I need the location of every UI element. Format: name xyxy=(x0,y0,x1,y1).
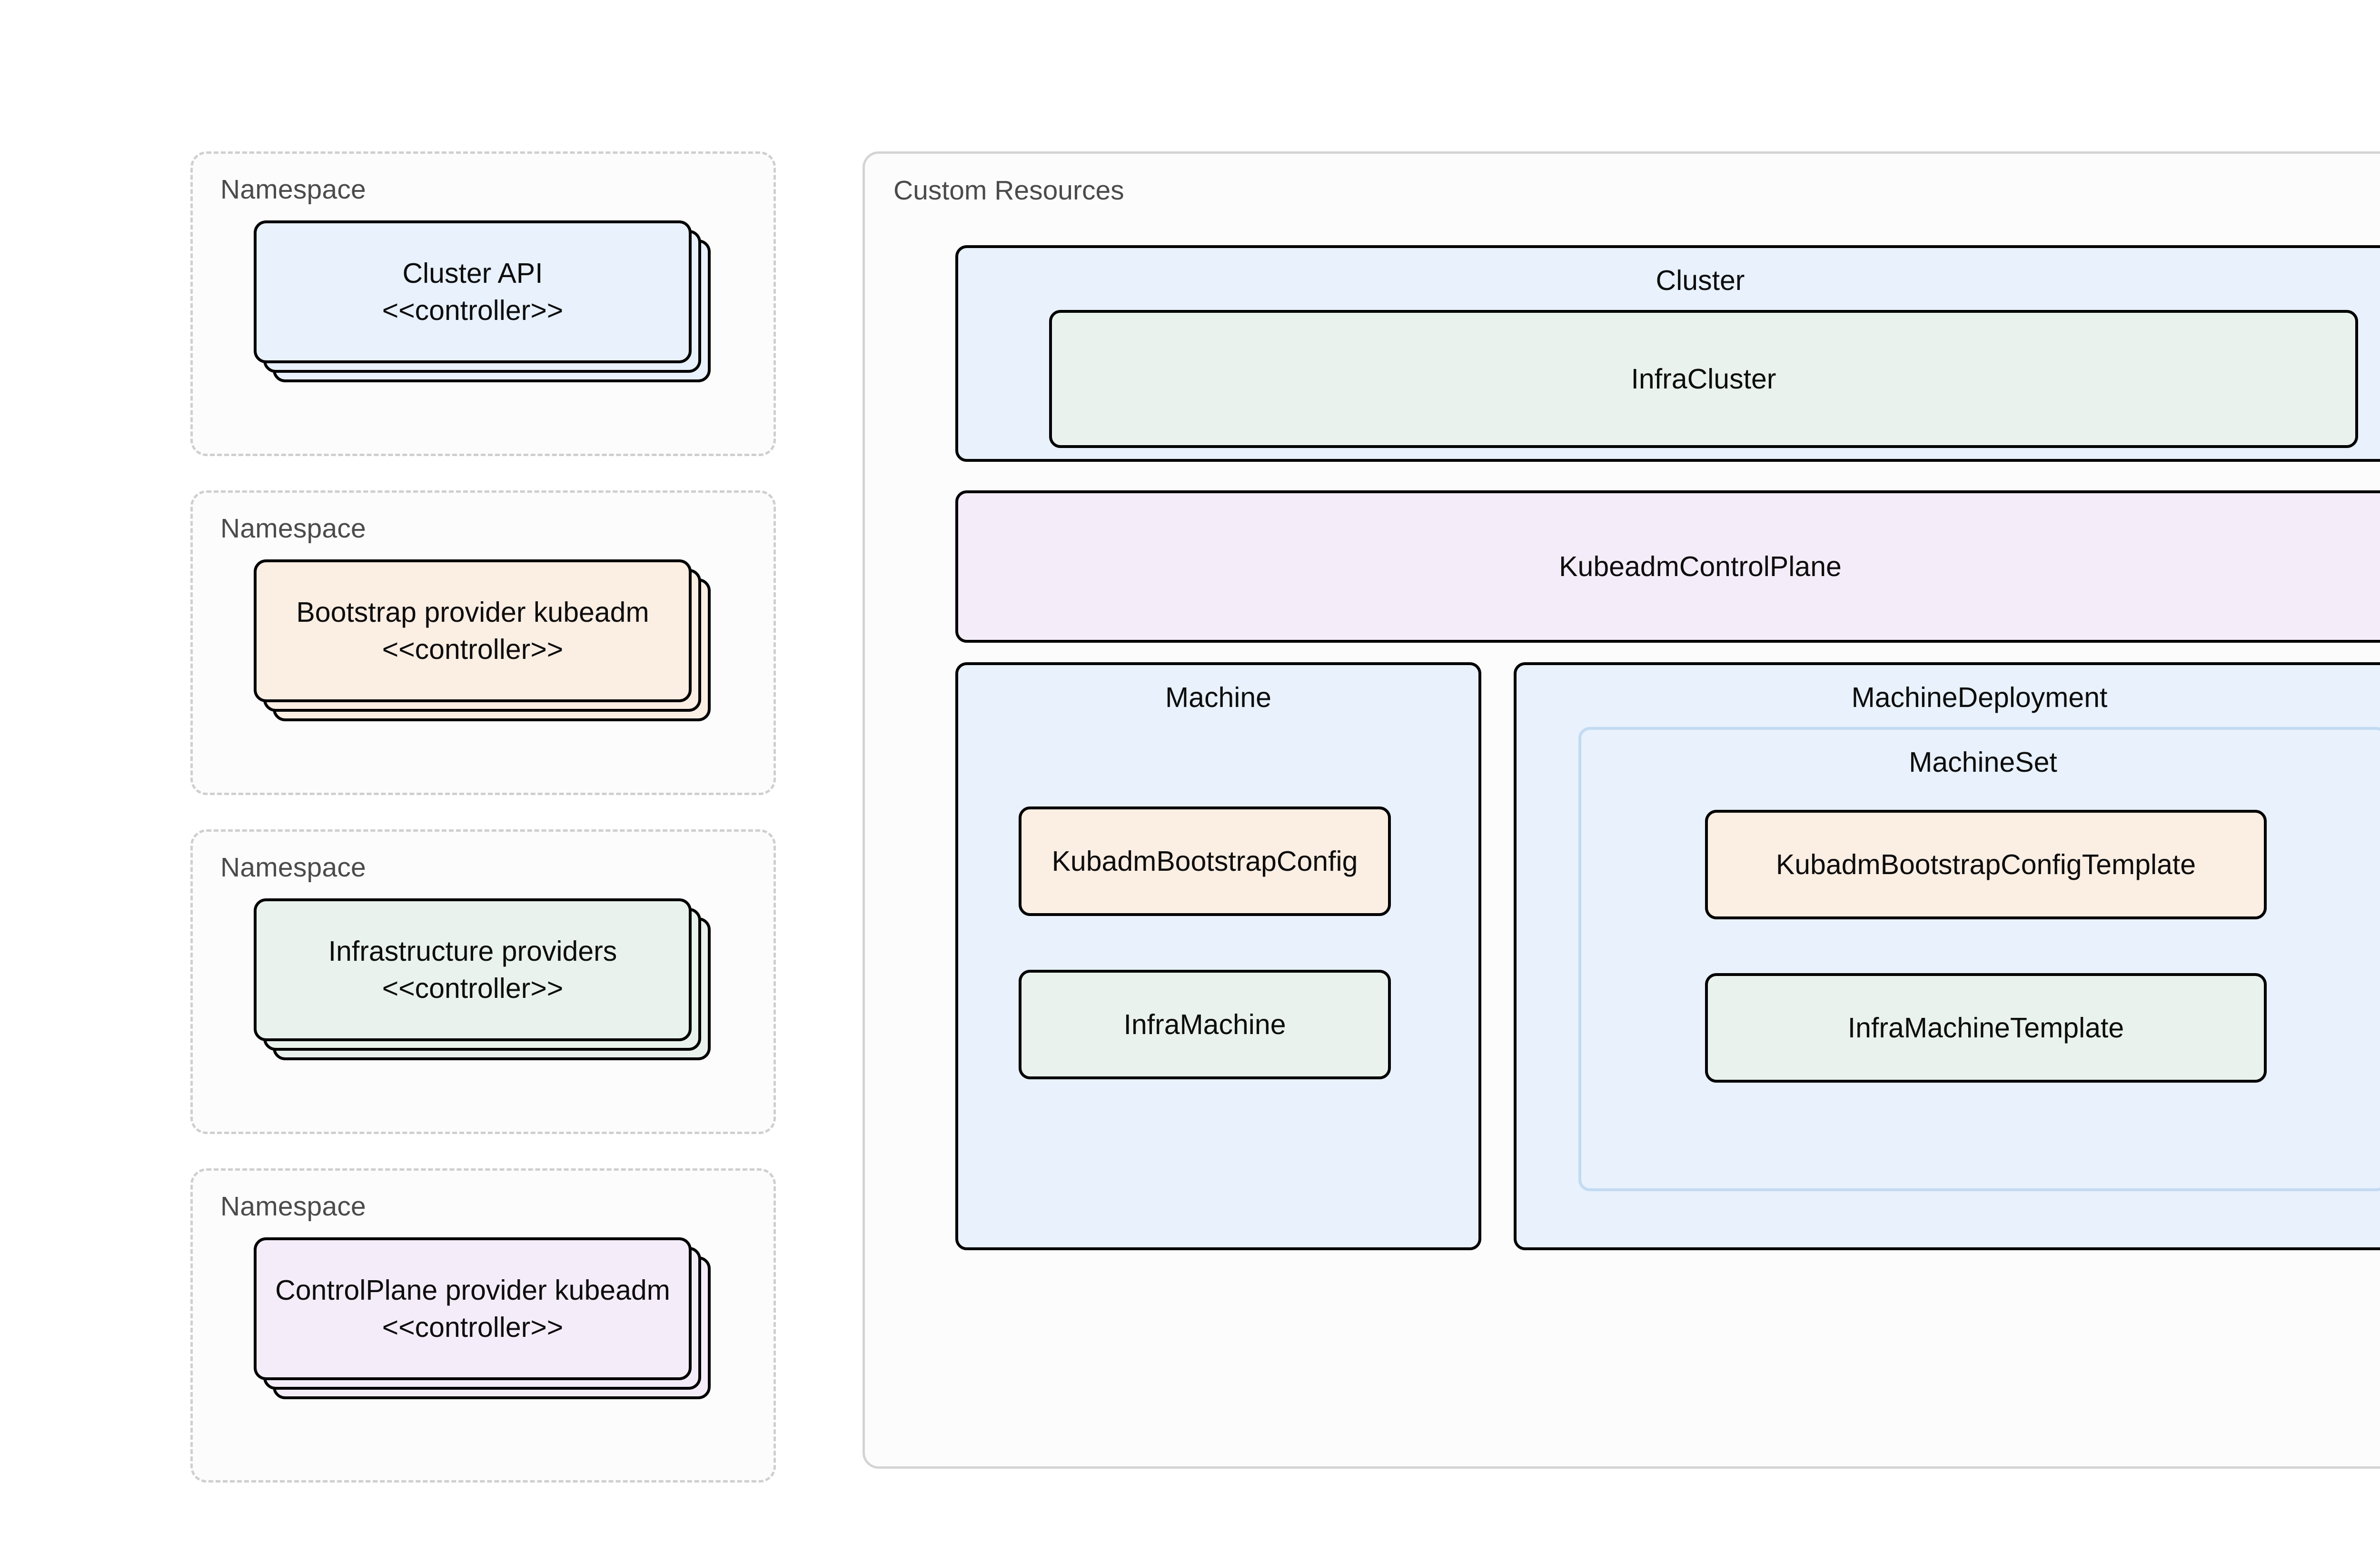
kubadm-bootstrap-config-label: KubadmBootstrapConfig xyxy=(1051,846,1358,877)
card-layer-front xyxy=(254,898,692,1041)
machine-set-title: MachineSet xyxy=(1909,747,2057,778)
namespace-label: Namespace xyxy=(220,852,366,883)
controller-card-stereotype: <<controller>> xyxy=(382,634,564,665)
cluster-node: Cluster InfraCluster xyxy=(955,245,2380,462)
custom-resources-title: Custom Resources xyxy=(893,175,1124,206)
card-layer-front xyxy=(254,220,692,363)
machine-node: Machine KubadmBootstrapConfig InfraMachi… xyxy=(955,662,1481,1250)
kubadm-bootstrap-config-template-label: KubadmBootstrapConfigTemplate xyxy=(1775,849,2196,880)
controller-card-text: ControlPlane provider kubeadm <<controll… xyxy=(254,1237,692,1380)
machine-deployment-node: MachineDeployment MachineSet KubadmBoots… xyxy=(1514,662,2380,1250)
kubadm-bootstrap-config-template-node: KubadmBootstrapConfigTemplate xyxy=(1705,810,2267,919)
cluster-title: Cluster xyxy=(1656,265,1745,296)
controller-card-text: Infrastructure providers <<controller>> xyxy=(254,898,692,1041)
infra-cluster-label: InfraCluster xyxy=(1631,363,1776,395)
machine-deployment-title: MachineDeployment xyxy=(1851,682,2108,713)
controller-card-title: ControlPlane provider kubeadm xyxy=(275,1274,670,1306)
kubadm-bootstrap-config-node: KubadmBootstrapConfig xyxy=(1019,806,1391,916)
machine-title: Machine xyxy=(1165,682,1271,713)
controller-card-title: Cluster API xyxy=(402,257,543,289)
infra-machine-template-label: InfraMachineTemplate xyxy=(1847,1012,2124,1044)
controller-card-stereotype: <<controller>> xyxy=(382,295,564,326)
infra-cluster-node: InfraCluster xyxy=(1049,310,2358,448)
namespace-box-cluster-api: Namespace Cluster API <<controller>> xyxy=(190,151,776,456)
card-layer-front xyxy=(254,1237,692,1380)
custom-resources-panel: Custom Resources Cluster InfraCluster Ku… xyxy=(863,151,2380,1469)
infra-machine-node: InfraMachine xyxy=(1019,970,1391,1079)
namespace-box-bootstrap-provider: Namespace Bootstrap provider kubeadm <<c… xyxy=(190,490,776,795)
controller-card-title: Infrastructure providers xyxy=(328,935,617,967)
kubeadm-control-plane-node: KubeadmControlPlane xyxy=(955,490,2380,643)
controller-card-text: Cluster API <<controller>> xyxy=(254,220,692,363)
controller-card-cluster-api: Cluster API <<controller>> xyxy=(254,220,711,382)
controller-card-stereotype: <<controller>> xyxy=(382,973,564,1004)
namespace-box-infrastructure-providers: Namespace Infrastructure providers <<con… xyxy=(190,829,776,1134)
machine-set-node: MachineSet KubadmBootstrapConfigTemplate… xyxy=(1578,727,2380,1191)
kubeadm-control-plane-label: KubeadmControlPlane xyxy=(1559,551,1842,582)
namespace-label: Namespace xyxy=(220,513,366,544)
controller-card-bootstrap-provider: Bootstrap provider kubeadm <<controller>… xyxy=(254,559,711,721)
infra-machine-template-node: InfraMachineTemplate xyxy=(1705,973,2267,1083)
namespace-label: Namespace xyxy=(220,174,366,205)
controller-card-stereotype: <<controller>> xyxy=(382,1312,564,1343)
infra-machine-label: InfraMachine xyxy=(1123,1009,1286,1040)
namespace-box-controlplane-provider: Namespace ControlPlane provider kubeadm … xyxy=(190,1168,776,1483)
namespace-label: Namespace xyxy=(220,1191,366,1222)
card-layer-front xyxy=(254,559,692,702)
controller-card-text: Bootstrap provider kubeadm <<controller>… xyxy=(254,559,692,702)
controller-card-controlplane-provider: ControlPlane provider kubeadm <<controll… xyxy=(254,1237,711,1399)
controller-card-infrastructure-providers: Infrastructure providers <<controller>> xyxy=(254,898,711,1060)
controller-card-title: Bootstrap provider kubeadm xyxy=(296,596,649,628)
